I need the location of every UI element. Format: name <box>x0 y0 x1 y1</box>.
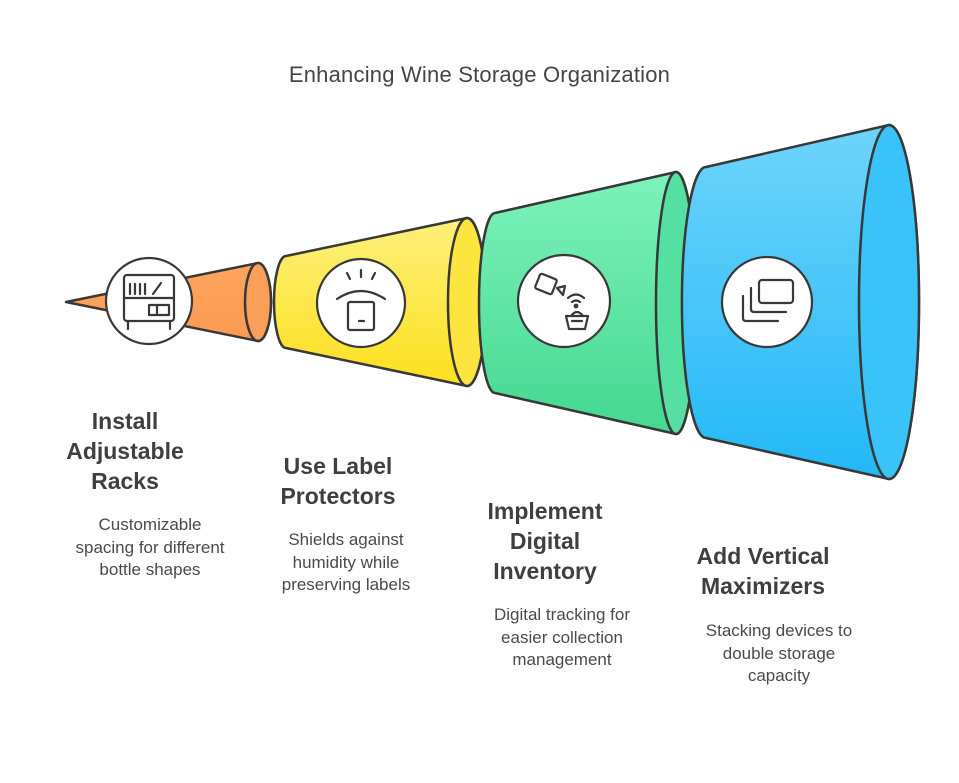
step-desc-line: capacity <box>747 666 811 685</box>
step-desc-line: humidity while <box>292 552 400 572</box>
step-title-4: Add Vertical Maximizers <box>668 541 858 601</box>
step-title-line: Install <box>91 408 159 434</box>
step-desc-line: Stacking devices to <box>705 621 853 640</box>
step-desc-line: management <box>512 650 612 669</box>
step-desc-line: double storage <box>722 643 836 663</box>
step-desc-line: Customizable <box>98 515 202 534</box>
step-desc-line: Shields against <box>288 530 404 549</box>
step-desc-4: Stacking devices to double storage capac… <box>679 620 879 688</box>
step-desc-line: easier collection <box>501 627 623 647</box>
digital-tracking-icon <box>516 253 612 349</box>
step-title-line: Maximizers <box>700 573 825 599</box>
step-title-line: Implement <box>487 498 603 524</box>
shelf-rack-icon <box>104 256 194 346</box>
step-desc-2: Shields against humidity while preservin… <box>256 529 436 597</box>
step-desc-line: spacing for different <box>75 537 225 557</box>
step-title-line: Digital <box>509 528 581 554</box>
step-title-line: Adjustable <box>66 438 184 464</box>
step-title-line: Add Vertical <box>696 543 830 569</box>
humidity-shield-icon <box>315 257 407 349</box>
step-desc-line: Digital tracking for <box>493 605 631 624</box>
diagram-title: Enhancing Wine Storage Organization <box>288 62 671 87</box>
step-title-line: Protectors <box>280 483 396 509</box>
step-title-line: Racks <box>91 468 159 494</box>
step-desc-1: Customizable spacing for different bottl… <box>50 514 250 582</box>
step-title-line: Use Label <box>283 453 393 479</box>
step-title-3: Implement Digital Inventory <box>460 496 630 586</box>
stacked-layers-icon <box>720 255 814 349</box>
step-title-2: Use Label Protectors <box>253 451 423 511</box>
step-desc-3: Digital tracking for easier collection m… <box>462 604 662 672</box>
step-title-1: Install Adjustable Racks <box>40 406 210 496</box>
step-title-line: Inventory <box>493 558 597 584</box>
step-desc-line: preserving labels <box>281 575 411 594</box>
step-desc-line: bottle shapes <box>99 560 201 579</box>
